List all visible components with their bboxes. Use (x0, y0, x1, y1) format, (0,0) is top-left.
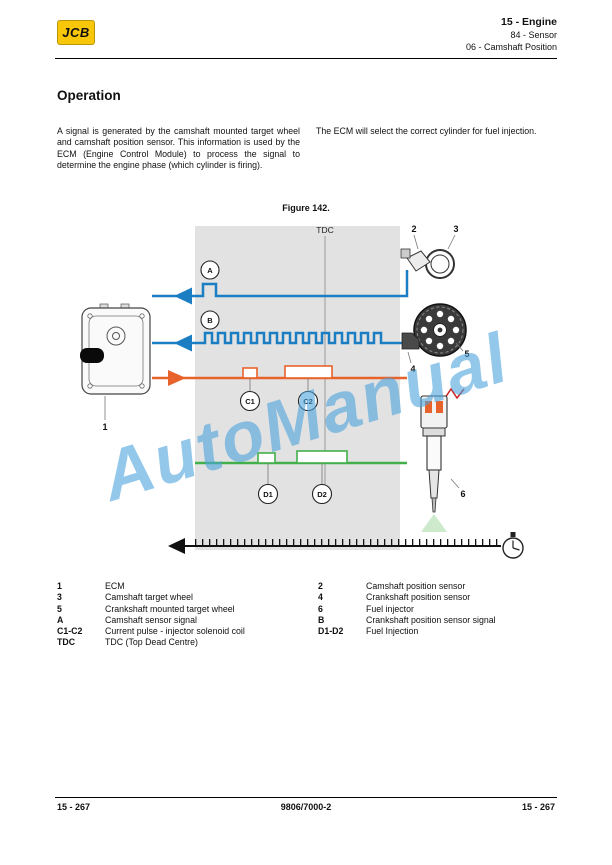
label-d2: D2 (317, 490, 327, 499)
callout-1: 1 (102, 422, 107, 432)
legend-row: TDC TDC (Top Dead Centre) (57, 637, 245, 648)
legend-row: 4 Crankshaft position sensor (318, 592, 496, 603)
legend-value: Current pulse - injector solenoid coil (105, 626, 245, 637)
header-chapter: 15 - Engine (500, 16, 557, 28)
figure-142-diagram: TDC 1 A B (80, 224, 524, 559)
timeline-arrow-icon (168, 538, 185, 554)
callout-4: 4 (410, 364, 415, 374)
legend-row: B Crankshaft position sensor signal (318, 615, 496, 626)
legend-key: 3 (57, 592, 62, 603)
callout-6: 6 (460, 489, 465, 499)
legend-row: 1 ECM (57, 581, 245, 592)
header-section: 84 - Sensor (510, 30, 557, 40)
legend-row: A Camshaft sensor signal (57, 615, 245, 626)
signal-a-arrow-icon (174, 287, 192, 305)
injector-wire (444, 387, 465, 400)
label-b: B (207, 316, 213, 325)
legend-value: Camshaft sensor signal (105, 614, 197, 625)
fuel-injector-drawing (420, 387, 465, 532)
legend-value: Fuel Injection (366, 626, 419, 637)
legend-value: Crankshaft mounted target wheel (105, 603, 235, 614)
stopwatch-icon (502, 532, 524, 559)
signal-fuel-injection (195, 450, 407, 484)
label-c2: C2 (303, 397, 313, 406)
legend-key: D1-D2 (318, 626, 344, 637)
figure-caption: Figure 142. (282, 203, 330, 213)
ecm-drawing (80, 303, 151, 420)
jcb-logo: JCB (57, 20, 95, 45)
legend-key: C1-C2 (57, 626, 83, 637)
legend-row: 6 Fuel injector (318, 604, 496, 615)
current-pulse-arrow-icon (168, 370, 186, 386)
page-title: Operation (57, 88, 121, 103)
signal-b-crankshaft-sensor (152, 331, 402, 352)
label-c1-circle (239, 390, 261, 412)
legend-key: 1 (57, 581, 62, 591)
label-c2-circle (297, 390, 319, 412)
body-paragraph-right: The ECM will select the correct cylinder… (316, 126, 537, 136)
legend-row: 2 Camshaft position sensor (318, 581, 496, 592)
legend-key: B (318, 614, 325, 625)
legend-value: ECM (105, 581, 125, 591)
legend-key: 2 (318, 581, 323, 591)
footer-page-left: 15 - 267 (57, 802, 91, 812)
header-divider (55, 58, 557, 59)
label-d1: D1 (263, 490, 273, 499)
footer-divider (55, 797, 557, 798)
header-breadcrumb: 15 - Engine 84 - Sensor 06 - Camshaft Po… (466, 16, 557, 53)
signal-b-arrow-icon (174, 334, 192, 352)
ecm-connector (80, 348, 104, 363)
legend-value: TDC (Top Dead Centre) (105, 637, 198, 648)
tdc-label: TDC (316, 225, 333, 235)
label-b-circle (200, 310, 220, 330)
callout-5: 5 (464, 349, 469, 359)
legend-row: C1-C2 Current pulse - injector solenoid c… (57, 626, 245, 637)
legend-row: 5 Crankshaft mounted target wheel (57, 604, 245, 615)
header-subsection: 06 - Camshaft Position (465, 42, 557, 52)
signal-current-pulse (152, 365, 407, 391)
callout-3: 3 (453, 224, 458, 234)
label-a-circle (200, 260, 220, 280)
label-d2-circle (311, 483, 333, 505)
legend-left-column: 1 ECM 3 Camshaft target wheel 5 Crankshaft … (57, 581, 245, 649)
legend-value: Camshaft position sensor (366, 581, 466, 591)
footer-page-right: 15 - 267 (521, 802, 555, 812)
legend-row: D1-D2 Fuel Injection (318, 626, 496, 637)
body-paragraph-left: A signal is generated by the camshaft mo… (57, 126, 300, 170)
timeline (168, 538, 503, 554)
legend-value: Crankshaft position sensor signal (366, 614, 496, 625)
legend-value: Camshaft target wheel (105, 592, 194, 603)
legend-value: Fuel injector (366, 603, 414, 614)
legend-key: 4 (318, 592, 323, 603)
diagram-panel (195, 226, 400, 550)
label-c1: C1 (245, 397, 255, 406)
signal-a-camshaft-sensor (152, 270, 409, 305)
crankshaft-target-wheel-drawing (413, 303, 467, 357)
label-a: A (207, 266, 213, 275)
legend-row: 3 Camshaft target wheel (57, 592, 245, 603)
legend-value: Crankshaft position sensor (366, 592, 471, 603)
legend-key: 5 (57, 603, 62, 614)
camshaft-position-sensor-drawing (400, 234, 456, 279)
label-d1-circle (257, 483, 279, 505)
legend-key: 6 (318, 603, 323, 614)
crankshaft-position-sensor-drawing (401, 332, 464, 364)
footer-doc-number: 9806/7000-2 (280, 802, 332, 812)
callout-2: 2 (411, 224, 416, 234)
injector-spray (421, 514, 447, 532)
legend-key: TDC (57, 637, 76, 648)
legend-key: A (57, 614, 64, 625)
